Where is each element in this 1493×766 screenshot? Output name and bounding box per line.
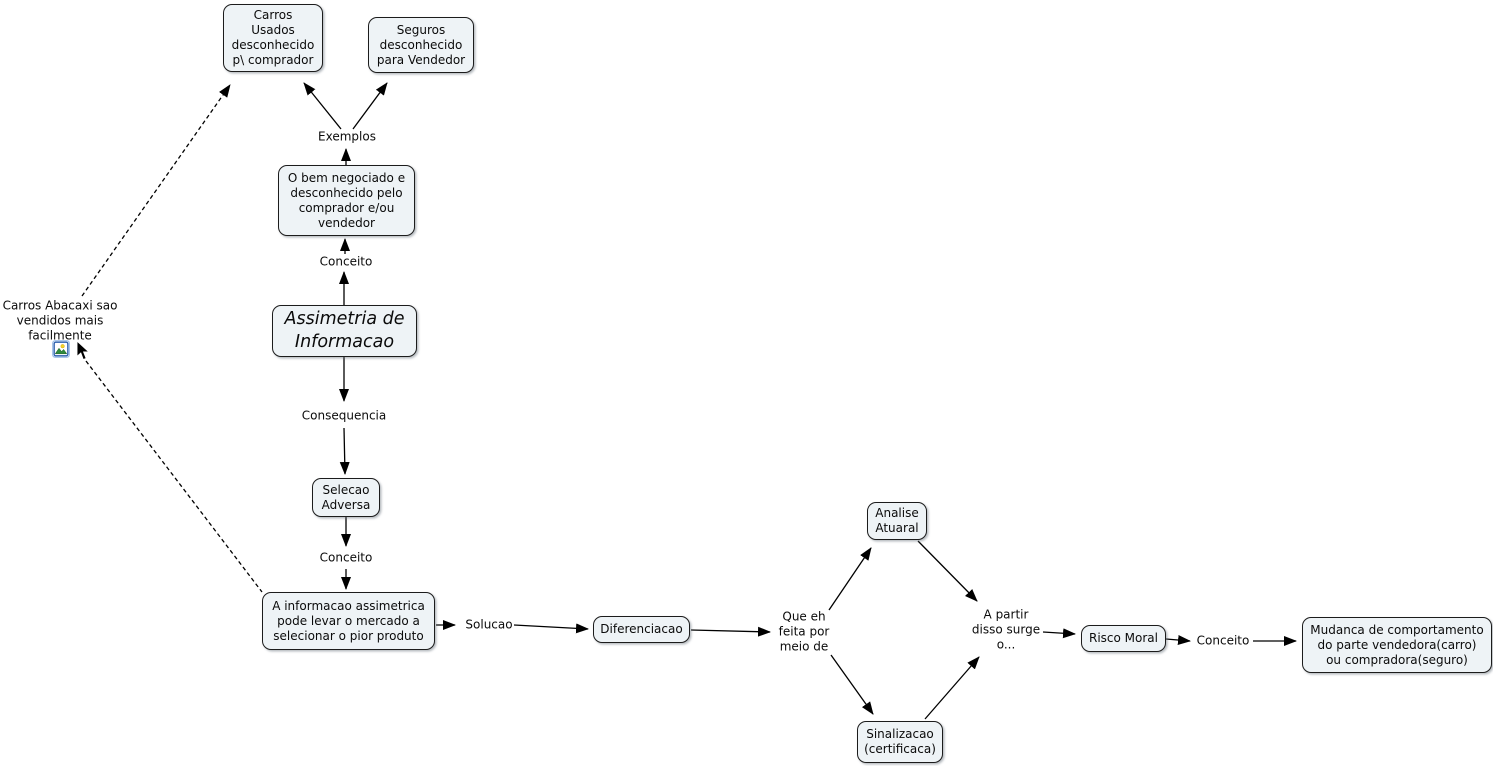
concept-risco-moral[interactable]: Risco Moral — [1081, 625, 1166, 652]
concept-selecao-adversa[interactable]: Selecao Adversa — [312, 478, 380, 517]
edge-risco-to-conceito-right — [1165, 635, 1191, 645]
dashed-edge-abacaxi-to-carros-usados — [81, 84, 231, 297]
concept-seguros[interactable]: Seguros desconhecido para Vendedor — [368, 17, 474, 73]
linking-phrase-que-eh-feita[interactable]: Que eh feita por meio de — [778, 609, 830, 654]
edge-solucao-to-diferenciacao — [513, 623, 589, 634]
linking-phrase-conceito-top[interactable]: Conceito — [319, 254, 373, 269]
edge-sinalizacao-to-apartir — [924, 656, 980, 720]
annotation-carros-abacaxi[interactable]: Carros Abacaxi sao vendidos mais facilme… — [2, 298, 118, 343]
image-icon[interactable] — [52, 340, 70, 362]
edge-queeh-to-analise — [828, 547, 872, 611]
edge-exemplos-to-seguros — [352, 82, 388, 130]
dashed-edge-abacaxi-to-ainformacao — [85, 360, 263, 593]
linking-phrase-a-partir-disso[interactable]: A partir disso surge o... — [971, 607, 1041, 652]
concept-assimetria-de-informacao[interactable]: Assimetria de Informacao — [272, 305, 417, 357]
linking-phrase-exemplos[interactable]: Exemplos — [318, 129, 376, 144]
edge-exemplos-to-carros-usados — [303, 82, 342, 130]
edge-diferenciacao-to-queeh — [690, 626, 771, 637]
concept-o-bem-negociado[interactable]: O bem negociado e desconhecido pelo comp… — [278, 165, 415, 236]
linking-phrase-conceito-mid[interactable]: Conceito — [319, 550, 373, 565]
edge-analise-to-apartir — [917, 540, 978, 602]
concept-analise-atuaral[interactable]: Analise Atuaral — [867, 502, 927, 540]
linking-phrase-conceito-right[interactable]: Conceito — [1196, 633, 1250, 648]
concept-a-informacao-assimetrica[interactable]: A informacao assimetrica pode levar o me… — [262, 592, 435, 650]
concept-sinalizacao[interactable]: Sinalizacao (certificaca) — [857, 721, 943, 763]
edge-queeh-to-sinalizacao — [830, 654, 874, 715]
linking-phrase-solucao[interactable]: Solucao — [465, 617, 513, 632]
concept-mudanca-de-comportamento[interactable]: Mudanca de comportamento do parte vended… — [1302, 617, 1492, 673]
cursor-arrow-icon — [76, 339, 96, 366]
edge-consequencia-to-selecao — [339, 427, 350, 475]
edge-apartir-to-risco — [1042, 628, 1076, 639]
concept-carros-usados[interactable]: Carros Usados desconhecido p\ comprador — [223, 4, 323, 72]
concept-diferenciacao[interactable]: Diferenciacao — [593, 616, 690, 643]
linking-phrase-consequencia[interactable]: Consequencia — [301, 408, 387, 423]
